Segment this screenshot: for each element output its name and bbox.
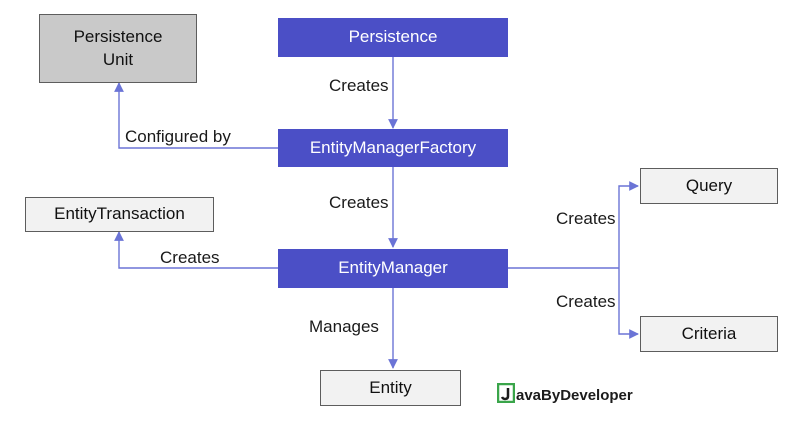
entity-manager-factory-box: EntityManagerFactory: [278, 129, 508, 167]
entity-box: Entity: [320, 370, 461, 406]
entity-transaction-label: EntityTransaction: [54, 204, 185, 224]
label-creates-criteria: Creates: [556, 292, 616, 311]
label-creates-transaction: Creates: [160, 248, 220, 267]
arrow-manager-to-transaction: [114, 231, 278, 269]
label-creates-query: Creates: [556, 209, 616, 228]
javabydeveloper-logo: avaByDeveloper: [496, 382, 633, 407]
entity-transaction-box: EntityTransaction: [25, 197, 214, 232]
persistence-box: Persistence: [278, 18, 508, 57]
entity-manager-label: EntityManager: [338, 258, 448, 278]
entity-manager-box: EntityManager: [278, 249, 508, 288]
criteria-label: Criteria: [681, 323, 737, 343]
entity-manager-factory-label: EntityManagerFactory: [309, 137, 477, 157]
logo-text: avaByDeveloper: [516, 386, 633, 404]
label-creates-manager: Creates: [329, 193, 389, 212]
logo-mark-icon: [496, 382, 516, 407]
persistence-label: Persistence: [348, 27, 438, 47]
query-box: Query: [640, 168, 778, 204]
query-label: Query: [685, 175, 733, 195]
persistence-unit-label: Persistence Unit: [73, 26, 163, 69]
entity-label: Entity: [369, 377, 412, 397]
criteria-box: Criteria: [640, 316, 778, 352]
persistence-unit-box: Persistence Unit: [39, 14, 197, 83]
label-creates-factory: Creates: [329, 76, 389, 95]
arrow-manager-to-criteria: [618, 268, 639, 339]
arrow-manager-to-query: [618, 181, 639, 268]
label-configured-by: Configured by: [125, 127, 231, 146]
arrow-factory-to-unit: [114, 82, 278, 149]
label-manages: Manages: [309, 317, 379, 336]
